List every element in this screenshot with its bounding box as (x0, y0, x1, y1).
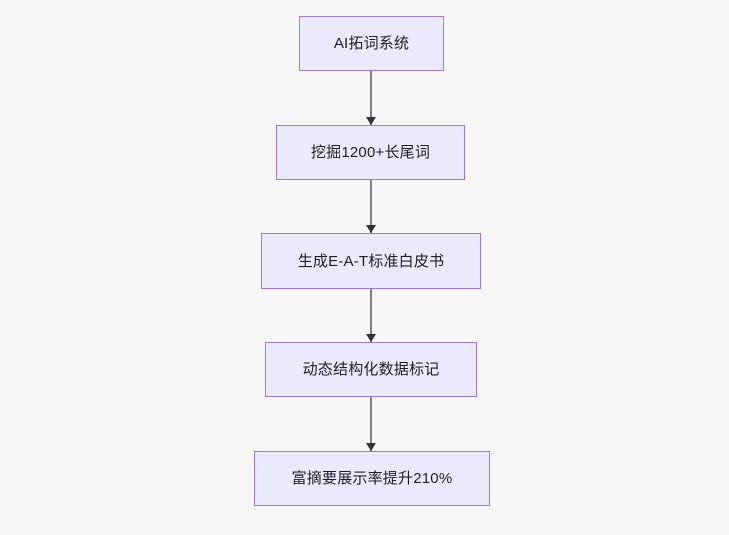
arrowhead-icon (366, 334, 376, 342)
flow-node-label: 挖掘1200+长尾词 (310, 144, 431, 161)
connector-line (370, 71, 372, 125)
flow-node-label: 富摘要展示率提升210% (291, 470, 453, 487)
flow-node-mine-longtail-keywords[interactable]: 挖掘1200+长尾词 (276, 125, 465, 180)
connector-line (370, 397, 372, 451)
arrowhead-icon (366, 225, 376, 233)
flow-node-label: 生成E-A-T标准白皮书 (297, 252, 445, 270)
flow-node-dynamic-structured-data-markup[interactable]: 动态结构化数据标记 (265, 342, 477, 397)
flow-node-label: 动态结构化数据标记 (302, 361, 440, 378)
flow-node-rich-snippet-impression-uplift[interactable]: 富摘要展示率提升210% (254, 451, 490, 506)
flow-node-generate-eat-whitepaper[interactable]: 生成E-A-T标准白皮书 (261, 233, 481, 289)
connector-line (370, 289, 372, 342)
flow-node-ai-keyword-system[interactable]: AI拓词系统 (299, 16, 444, 71)
arrowhead-icon (366, 117, 376, 125)
arrowhead-icon (366, 443, 376, 451)
flow-node-label: AI拓词系统 (333, 35, 410, 52)
connector-line (370, 180, 372, 233)
